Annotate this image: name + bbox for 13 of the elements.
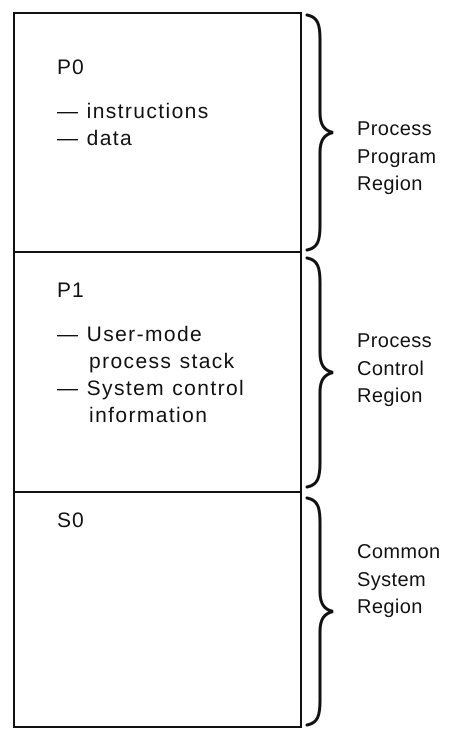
list-item: — System control information	[57, 376, 246, 429]
region-heading: S0	[57, 508, 85, 534]
region-label: Process Control Region	[357, 329, 434, 409]
list-item: — data	[57, 126, 134, 152]
memory-region-box	[13, 12, 302, 253]
list-item: — instructions	[57, 99, 211, 125]
memory-region-box	[13, 491, 302, 728]
region-heading: P0	[57, 55, 85, 81]
list-item: — User-mode process stack	[57, 322, 237, 375]
memory-region-box	[13, 251, 302, 493]
region-label: Common System Region	[357, 540, 442, 620]
region-label: Process Program Region	[357, 117, 438, 197]
region-heading: P1	[57, 278, 85, 304]
